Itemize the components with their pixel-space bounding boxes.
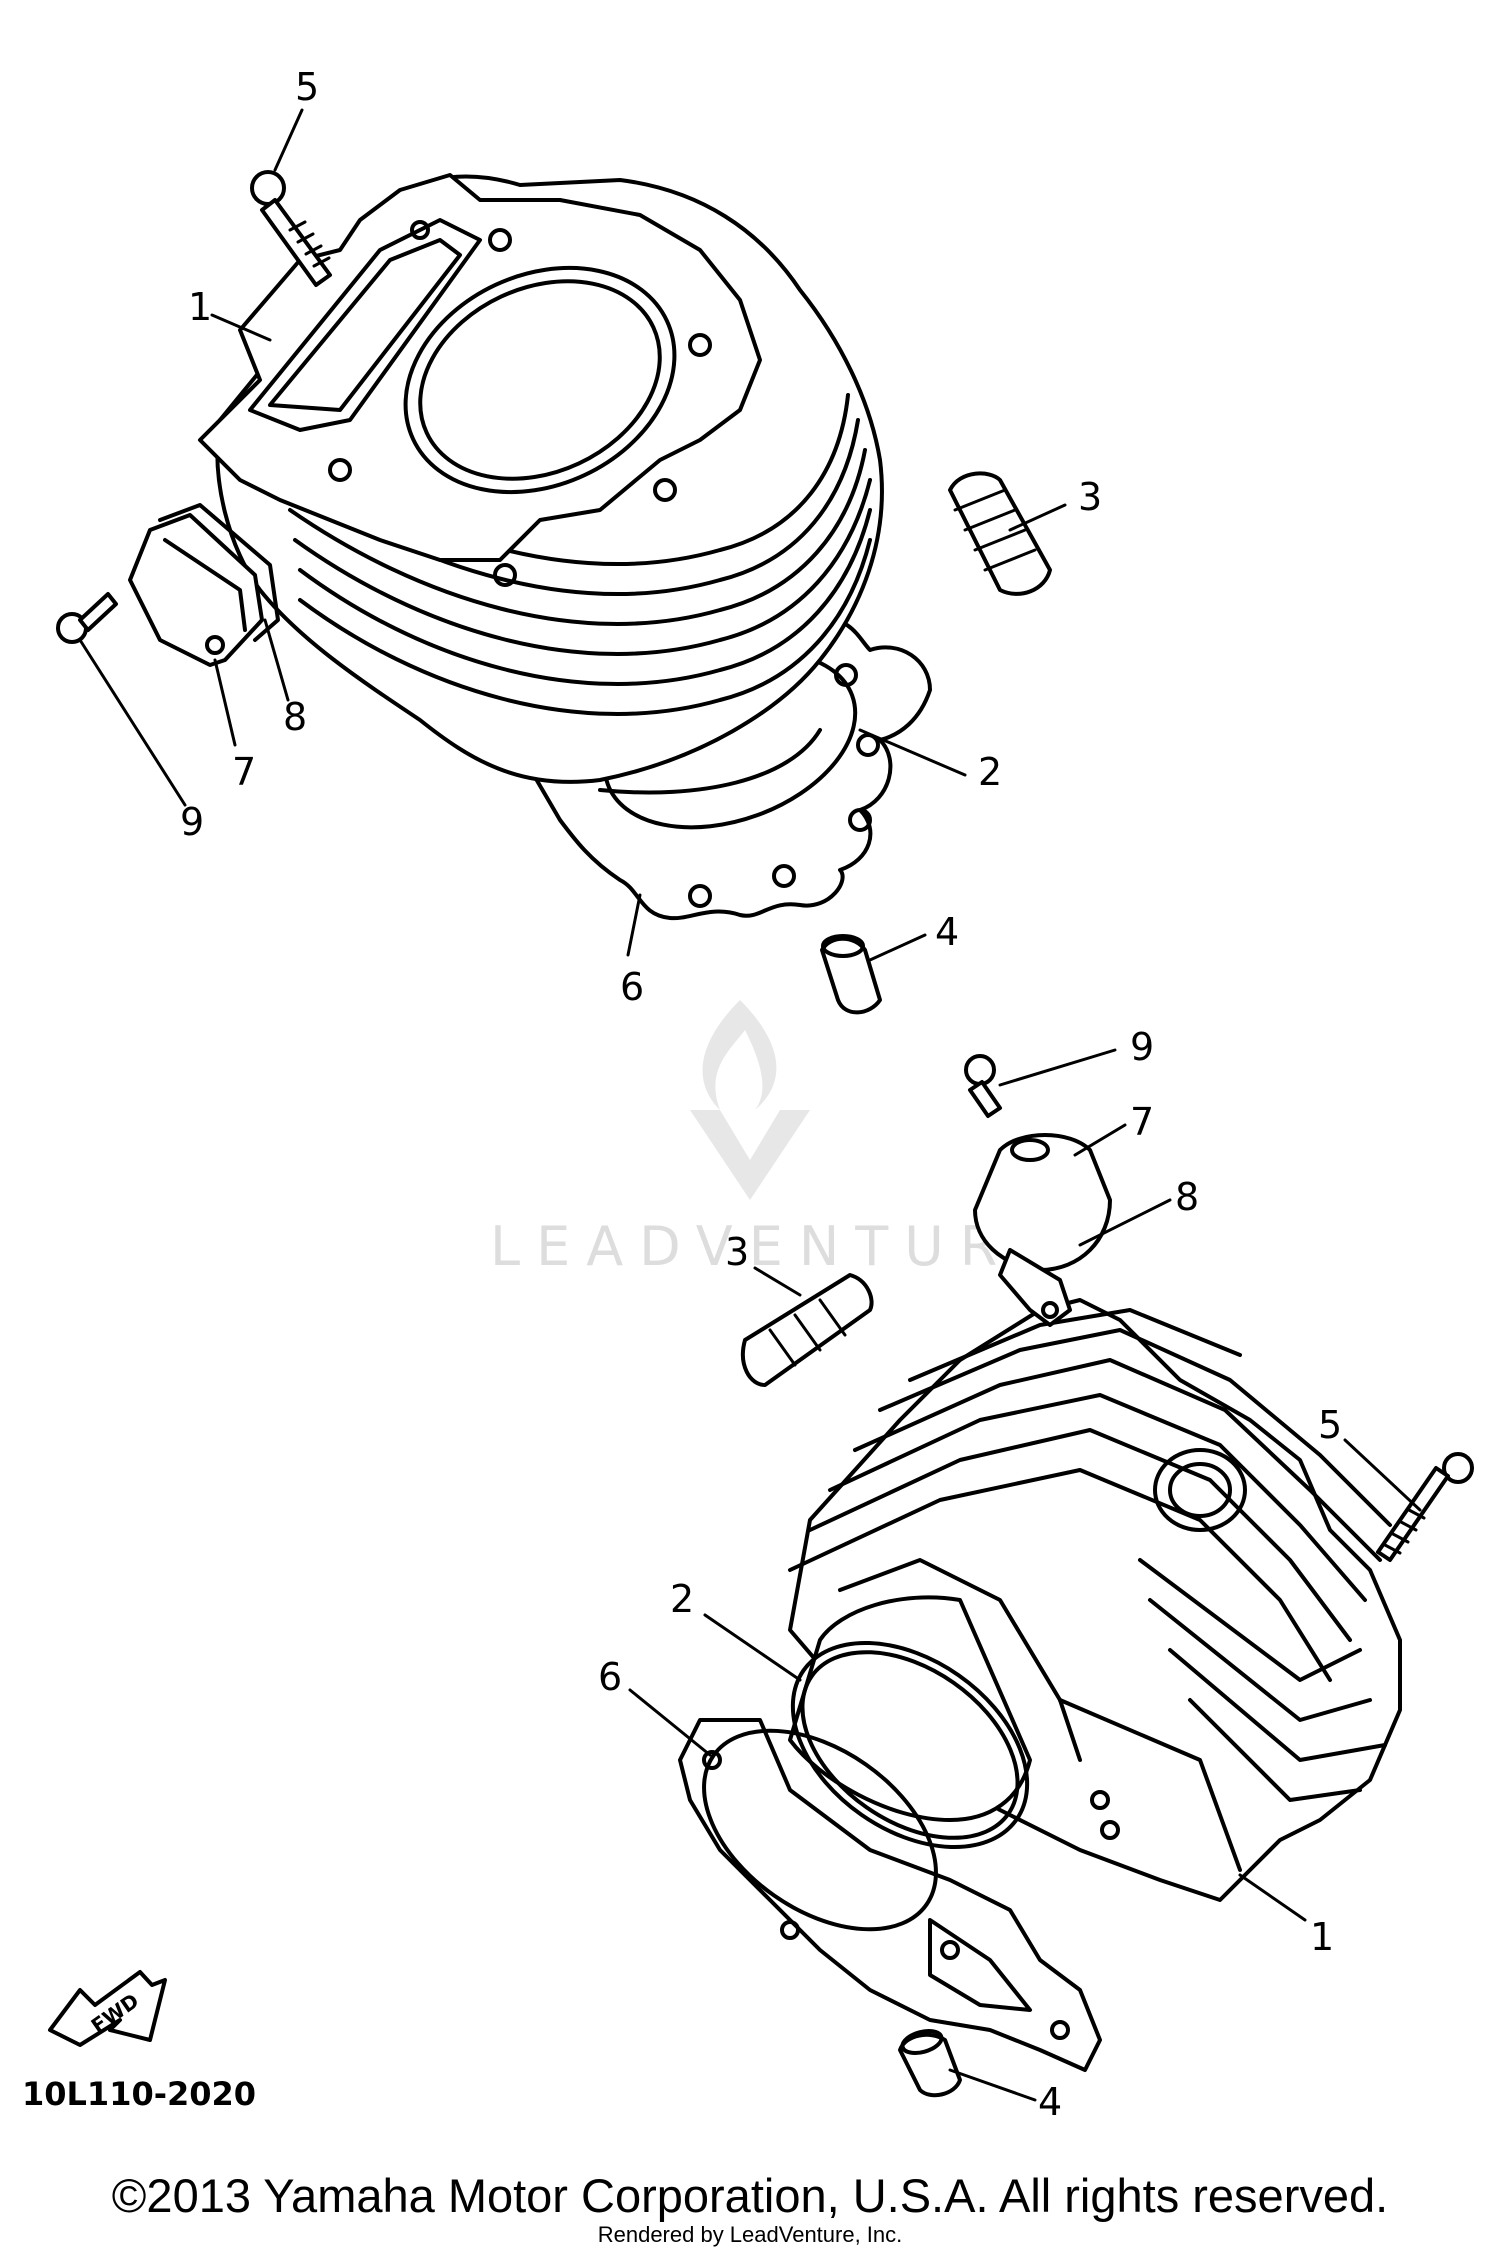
callout-lower-9: 9	[1130, 1025, 1154, 1069]
lower-gasket-8	[998, 1248, 1072, 1327]
lower-dowel-3	[740, 1273, 874, 1387]
lower-callouts: 9 7 8 3 5 2 6 1 4	[598, 1025, 1342, 2124]
callout-upper-3: 3	[1078, 475, 1102, 519]
lower-o-ring	[790, 1640, 1030, 1850]
lower-gasket-bore	[702, 1728, 938, 1932]
forward-arrow-icon: FWD	[48, 1970, 167, 2047]
callout-lower-6: 6	[598, 1655, 622, 1699]
callout-upper-7: 7	[232, 750, 256, 794]
callout-upper-1: 1	[188, 285, 212, 329]
callout-lower-5: 5	[1318, 1403, 1342, 1447]
callout-lower-8: 8	[1175, 1175, 1199, 1219]
upper-pin-4	[820, 934, 882, 1015]
upper-top-deck	[198, 173, 762, 562]
upper-o-ring	[598, 728, 822, 795]
rendered-by-note: Rendered by LeadVenture, Inc.	[597, 2222, 903, 2247]
callout-lower-1: 1	[1310, 1915, 1334, 1959]
lower-cover-7	[973, 1133, 1112, 1272]
upper-cylinder-bore	[403, 265, 677, 495]
upper-dowel-3	[948, 471, 1052, 596]
leader-lines	[78, 108, 1422, 2102]
lower-cylinder-body	[788, 1298, 1402, 1902]
upper-bolt-9	[56, 592, 118, 644]
copyright-notice: ©2013 Yamaha Motor Corporation, U.S.A. A…	[111, 2169, 1389, 2222]
watermark-text: LEADVENTURE	[490, 1215, 1063, 1278]
upper-bolt-5	[250, 170, 332, 287]
lower-bolt-9	[964, 1054, 1002, 1118]
callout-lower-7: 7	[1130, 1100, 1154, 1144]
lower-cylinder-assembly	[678, 1298, 1402, 2072]
diagram-code: 10L110-2020	[22, 2075, 256, 2113]
callout-upper-5: 5	[295, 65, 319, 109]
callout-upper-2: 2	[978, 750, 1002, 794]
upper-callouts: 5 1 3 2 6 4 9 7 8	[180, 65, 1102, 1009]
upper-cylinder-assembly	[198, 173, 932, 921]
callout-upper-4: 4	[935, 910, 959, 954]
watermark-logo	[690, 1000, 810, 1200]
callout-lower-4: 4	[1038, 2080, 1062, 2124]
callout-upper-9: 9	[180, 800, 204, 844]
callout-lower-2: 2	[670, 1577, 694, 1621]
upper-cover-7	[128, 513, 264, 667]
lower-bolt-5	[1376, 1452, 1474, 1562]
callout-upper-8: 8	[283, 695, 307, 739]
lower-base-gasket	[678, 1718, 1102, 2072]
callout-lower-3: 3	[725, 1230, 749, 1274]
lower-pin-4	[898, 2029, 962, 2098]
upper-gasket-8	[158, 503, 280, 642]
callout-upper-6: 6	[620, 965, 644, 1009]
